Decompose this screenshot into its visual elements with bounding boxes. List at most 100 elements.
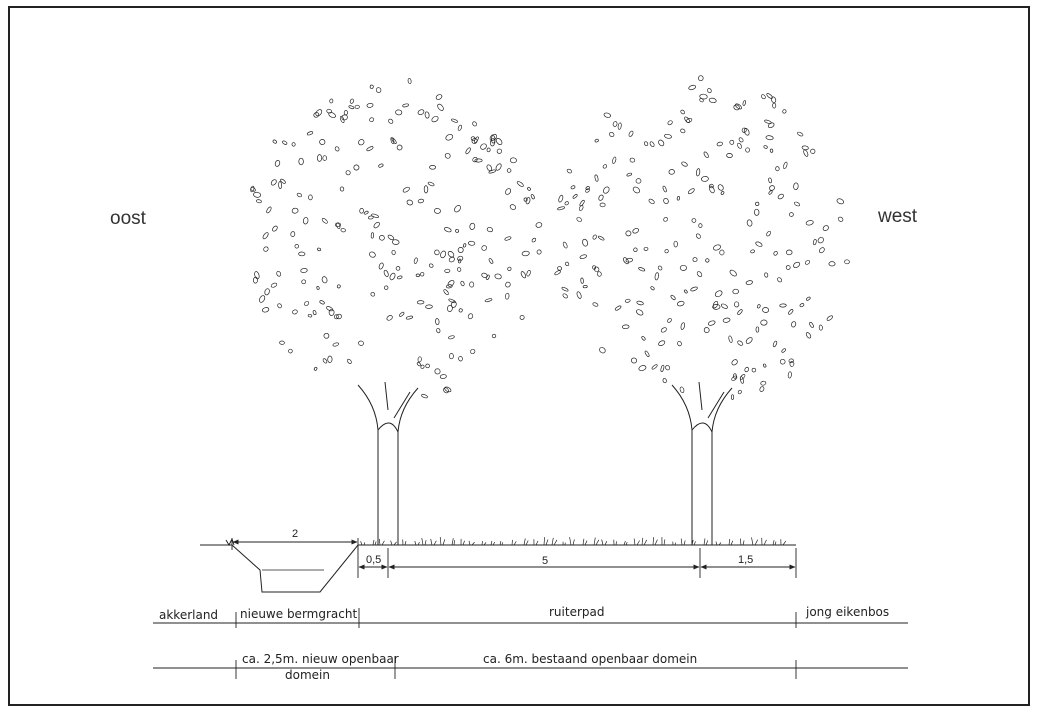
grass-tuft [761,537,767,546]
leaf [405,315,414,320]
leaf [378,163,384,168]
leaf [294,243,300,249]
leaf [576,217,582,222]
leaf [472,121,477,127]
leaf [562,293,568,299]
leaf [308,194,313,201]
grass-tuft [543,537,549,546]
leaf [793,201,801,207]
leaf [506,168,512,173]
leaf [617,122,622,130]
grass-tuft [481,541,487,546]
leaf [680,322,686,330]
leaf [764,272,769,278]
leaf [746,219,753,227]
leaf [454,205,461,213]
leaf [433,208,441,214]
leaf [359,208,364,214]
leaf [495,138,503,145]
leaf [562,241,568,249]
leaf [698,75,704,82]
leaf [679,386,685,393]
leaf [755,241,763,247]
leaf [719,249,725,256]
leaf [819,247,825,254]
leaf [386,315,393,321]
leaf [633,247,638,253]
leaf [726,153,733,158]
grass-tuft [439,536,446,546]
leaf [797,131,804,137]
leaf [526,269,531,277]
grass-tuft [569,537,575,546]
leaf [561,286,569,292]
leaf [614,305,622,311]
leaf [579,199,585,207]
drawing-sheet: oost west 2 [8,6,1030,706]
leaf [698,223,703,228]
leaf [451,118,458,123]
leaf [737,389,742,395]
leaf [291,207,299,214]
leaf [279,340,285,345]
leaf [623,257,629,265]
leaf [720,191,725,195]
leaf [250,187,256,192]
leaf [558,194,564,203]
grass-tuft [490,540,496,546]
leaf [383,269,389,277]
leaf [705,258,710,263]
leaf [366,102,374,108]
leaf [699,93,708,100]
direction-label-west: west [877,206,918,227]
leaf [806,296,811,301]
leaf [743,128,750,136]
leaf [509,157,517,164]
leaf [336,313,342,320]
leaf [259,295,266,303]
leaf [612,156,617,164]
leaf [728,335,733,343]
grass-tuft [562,541,566,546]
leaf [322,358,328,364]
leaf [592,302,599,307]
leaf [801,145,809,151]
leaf [334,146,340,152]
leaf [263,246,269,252]
leaf [391,239,400,245]
leaf [809,321,814,328]
leaf [389,272,396,281]
leaf [676,300,685,307]
leaf [826,315,833,321]
leaf [612,121,618,127]
grass-tuft [715,541,722,546]
leaf [741,127,747,133]
leaf [332,342,340,347]
leaf [557,266,563,271]
leaf [363,210,369,215]
zone-label-akkerland: akkerland [159,608,218,622]
leaf [703,151,709,159]
leaf [444,227,452,233]
leaf [594,174,599,182]
leaf [667,318,672,323]
leaf [592,234,597,240]
leaf [317,247,322,252]
leaf [255,199,262,204]
leaf [254,271,260,280]
leaf [632,186,640,194]
leaf [755,201,760,206]
leaf [486,147,491,153]
leaf [664,133,672,139]
leaf [644,350,650,357]
grass-tuft [633,538,640,546]
leaf [366,146,374,152]
leaf [379,235,385,241]
leaf [729,269,737,277]
leaf [687,188,695,195]
leaf [406,199,413,206]
leaf [391,137,397,144]
leaf [717,184,724,191]
leaf [785,249,793,256]
leaf [387,234,395,241]
